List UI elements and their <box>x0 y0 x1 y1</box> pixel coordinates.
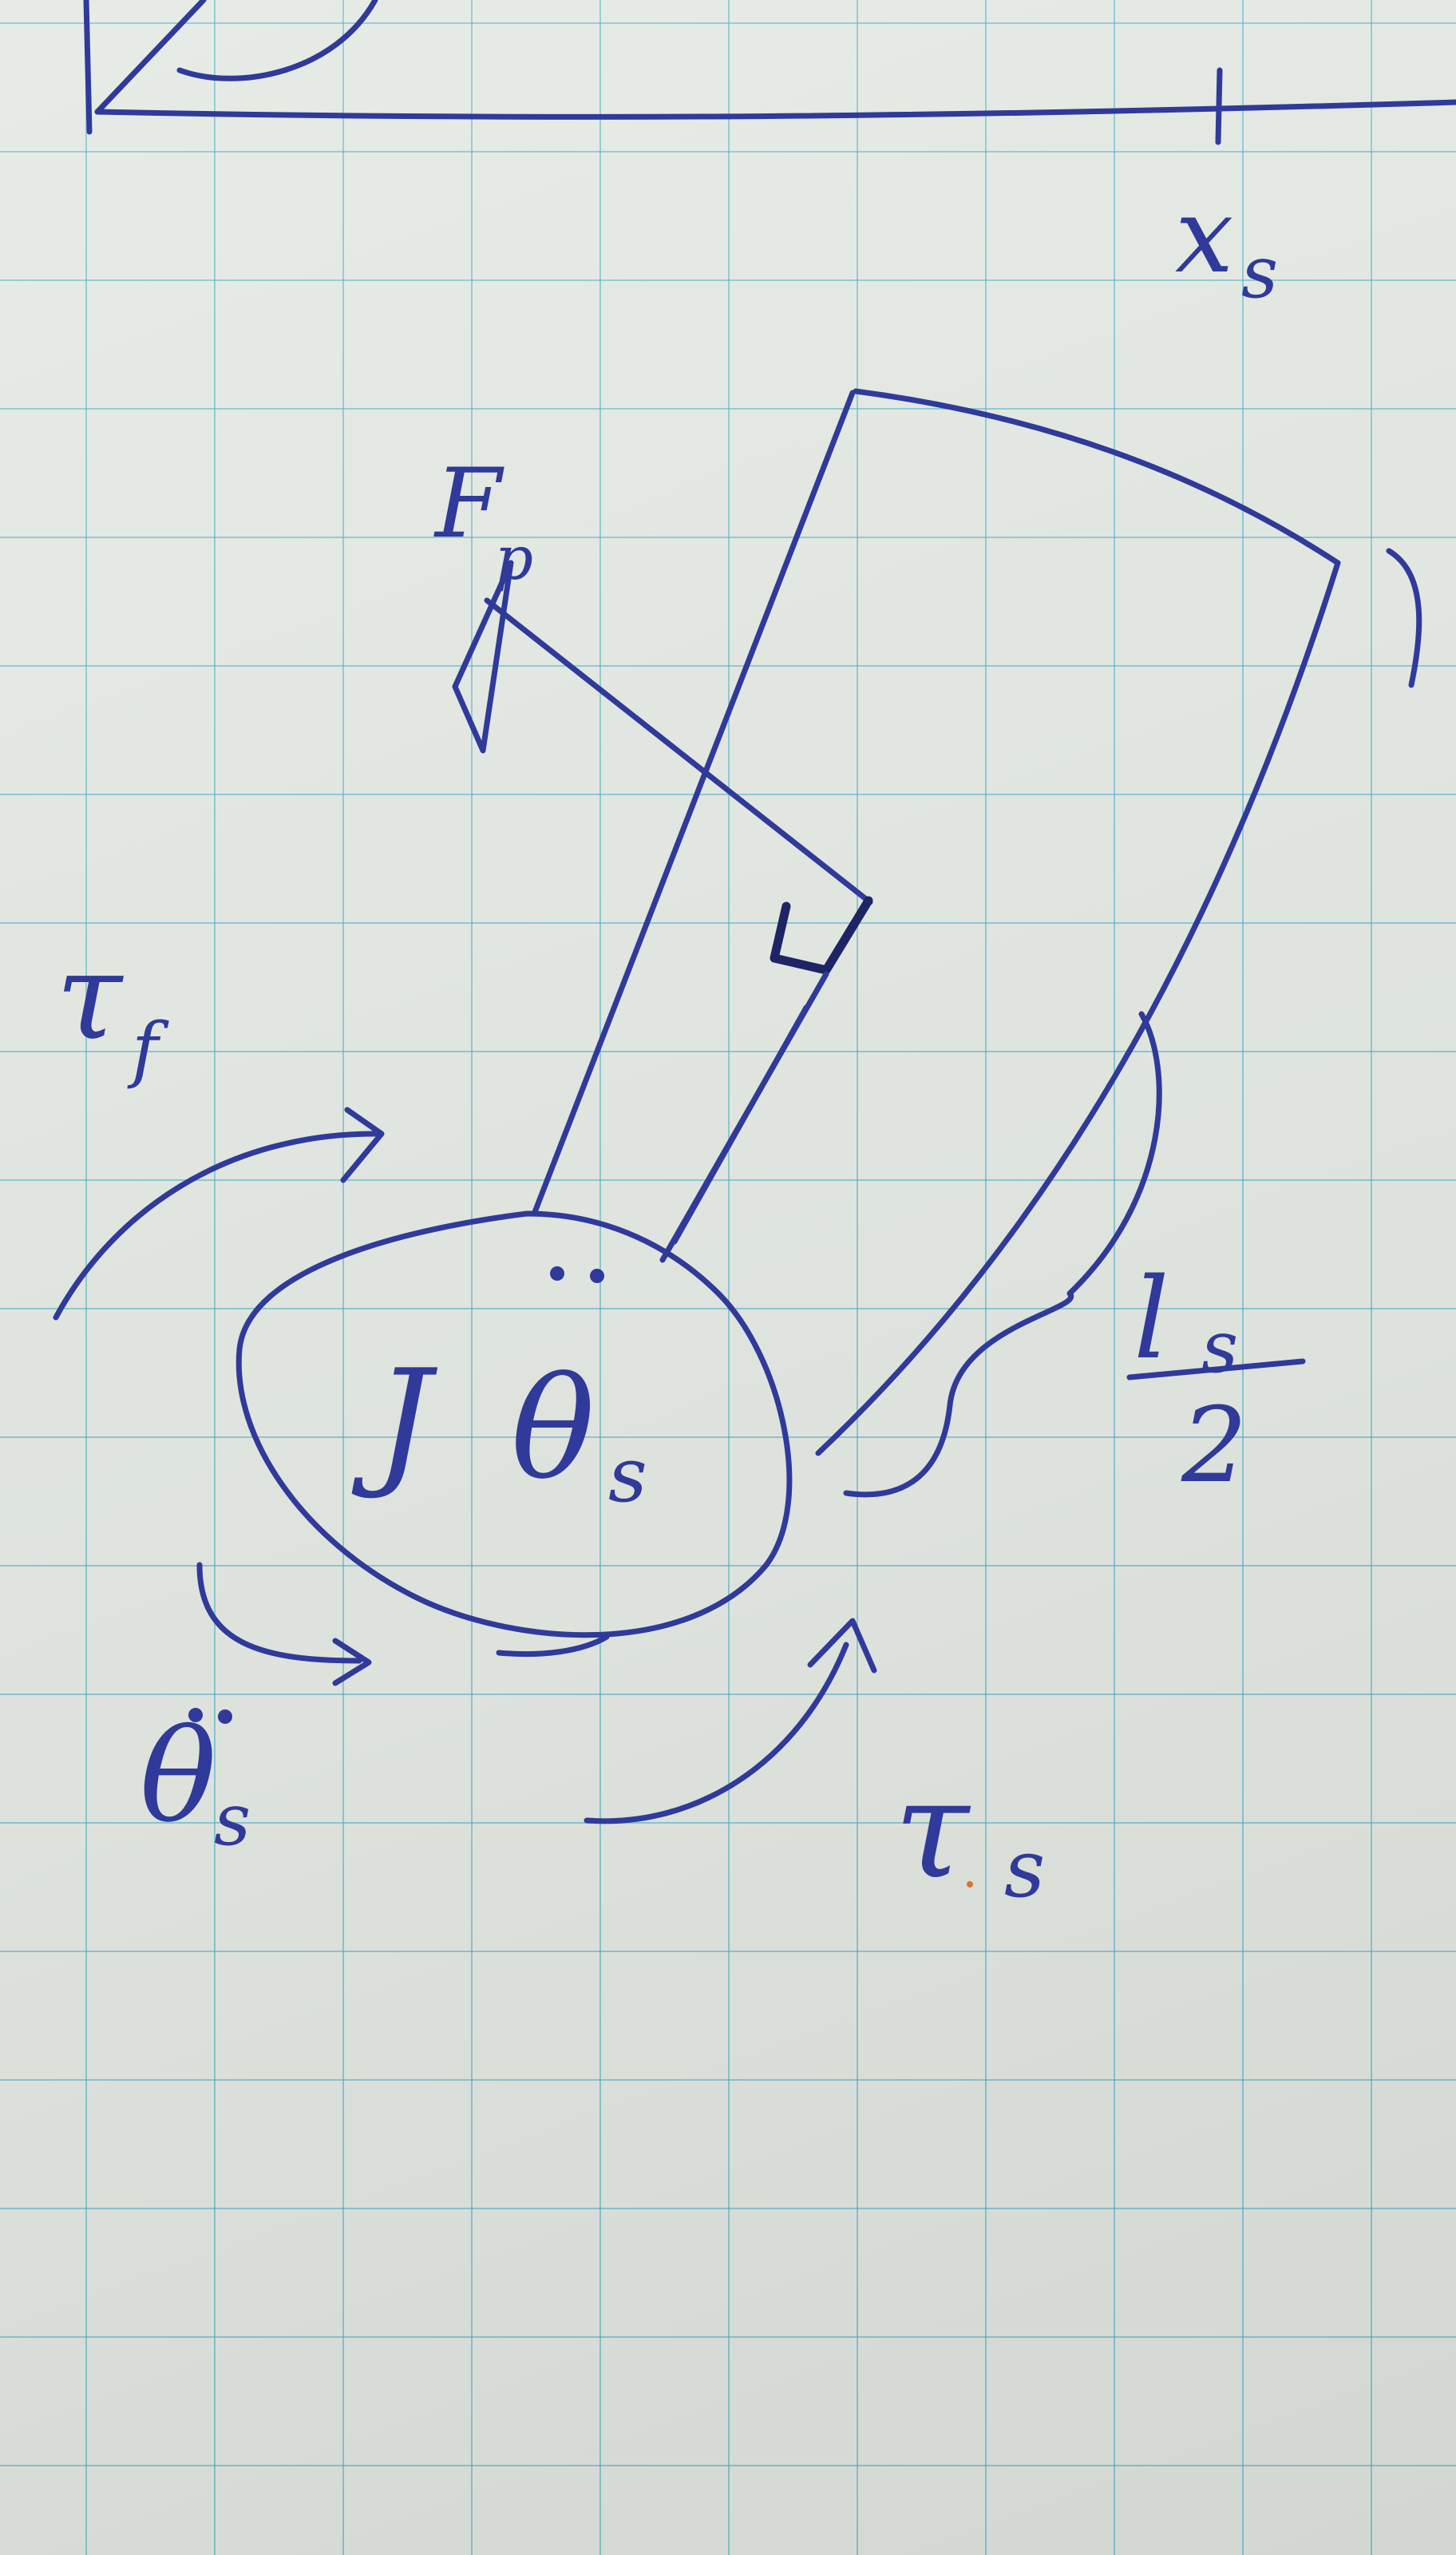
theta-s-subscript: s <box>214 1778 251 1862</box>
theta-dot-2 <box>218 1709 232 1724</box>
half-length-brace <box>843 1011 1162 1498</box>
x-axis-line <box>94 99 1456 120</box>
theta-s-label: θ <box>140 1701 216 1851</box>
ddot-left <box>550 1266 564 1281</box>
force-arrowhead <box>452 560 514 754</box>
tau-f-label: τ <box>56 928 124 1067</box>
tau-s-arrowhead <box>807 1618 877 1674</box>
tau-f-subscript: f <box>127 1008 169 1091</box>
right-angle-marker <box>770 896 873 975</box>
theta-arc-arrow <box>196 1562 362 1664</box>
xs-tick <box>1215 67 1223 145</box>
ink-speck <box>967 1881 973 1888</box>
ddot-right <box>590 1269 604 1283</box>
half-length-numerator-subscript: s <box>1201 1305 1238 1389</box>
half-length-numerator: l <box>1134 1254 1169 1384</box>
inertia-theta-subscript: s <box>608 1432 647 1519</box>
y-axis-stub <box>83 0 93 135</box>
rod-top-edge <box>853 388 1341 566</box>
tau-s-subscript: s <box>1004 1822 1045 1915</box>
tau-s-arc-arrow <box>584 1642 849 1824</box>
inertia-j-label: J <box>351 1341 438 1503</box>
inertia-body-outline <box>235 1210 793 1638</box>
tau-s-label: τ <box>894 1751 971 1909</box>
rod-left-edge <box>532 390 856 1215</box>
force-line <box>484 597 873 905</box>
rod-partial-edge <box>1386 548 1422 688</box>
ramp-arc <box>176 0 378 81</box>
xs-label: x <box>1175 175 1233 296</box>
tau-f-arrowhead <box>340 1107 385 1183</box>
moment-arm-line-2 <box>671 1004 809 1245</box>
inertia-body-underline <box>496 1634 610 1658</box>
theta-dot-1 <box>188 1708 203 1722</box>
rod-right-edge <box>815 560 1341 1456</box>
tau-f-arc-arrow <box>53 1131 378 1321</box>
ramp-line <box>94 0 207 115</box>
xs-subscript: s <box>1241 231 1278 315</box>
half-length-denominator: 2 <box>1181 1384 1248 1506</box>
half-length-fraction-bar <box>1126 1358 1306 1380</box>
theta-arrowhead <box>332 1638 372 1686</box>
force-label: F <box>433 449 504 560</box>
inertia-theta-label: θ <box>511 1349 595 1511</box>
force-subscript: p <box>495 523 533 593</box>
